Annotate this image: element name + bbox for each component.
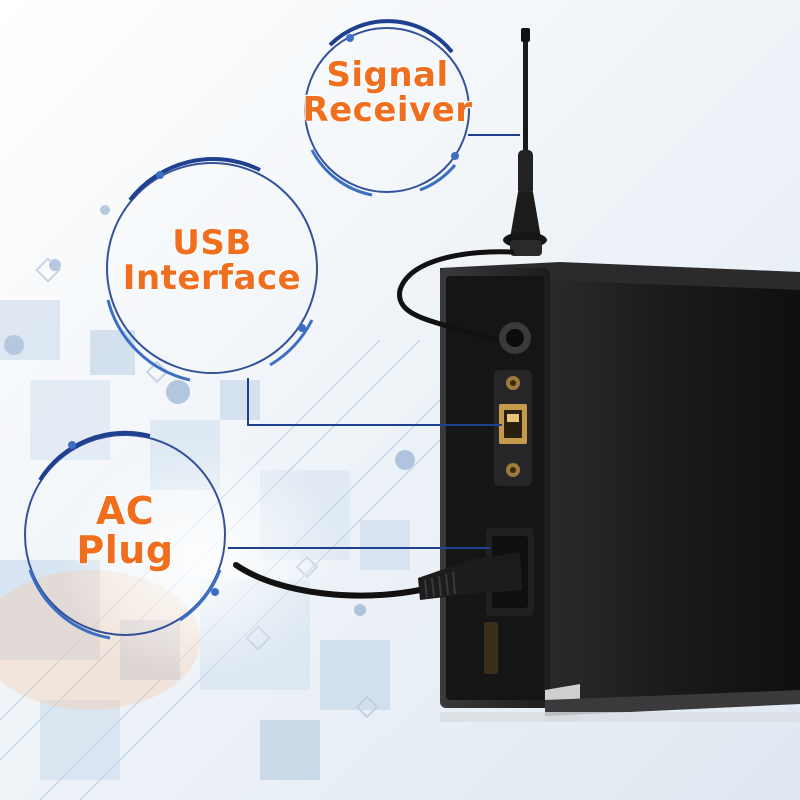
usb-interface-line2: Interface <box>122 257 302 298</box>
signal-receiver-line2: Receiver <box>302 89 473 130</box>
antenna <box>503 28 547 256</box>
usb-interface-callout <box>106 157 502 426</box>
ac-plug-line1: AC <box>95 489 155 533</box>
signal-receiver-line1: Signal <box>326 55 449 95</box>
usb-port <box>494 370 532 486</box>
ac-plug-callout <box>24 430 490 640</box>
ac-plug-label: AC Plug <box>55 492 195 570</box>
ac-cable <box>233 552 522 600</box>
receiver-device <box>233 28 800 722</box>
usb-interface-line1: USB <box>172 223 252 263</box>
usb-interface-label: USB Interface <box>112 226 312 295</box>
signal-receiver-label: Signal Receiver <box>300 58 475 127</box>
ac-plug-line2: Plug <box>76 527 174 572</box>
signal-receiver-callout <box>304 19 520 197</box>
